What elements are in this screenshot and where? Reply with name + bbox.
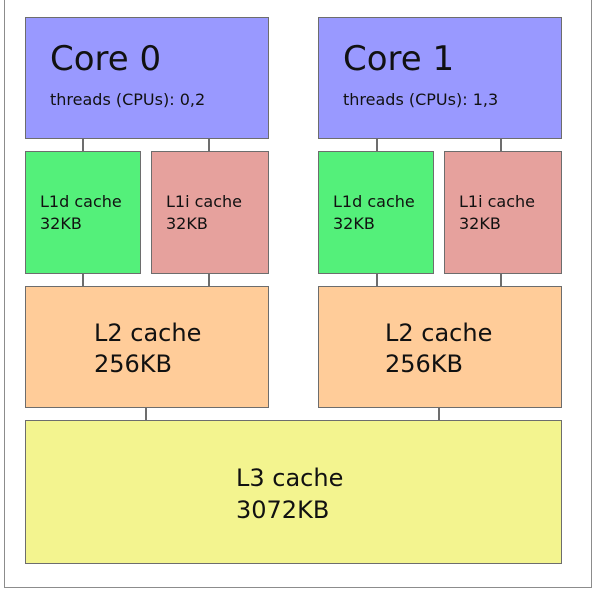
core-1-l2-size: 256KB [385,350,464,378]
core-0-threads: threads (CPUs): 0,2 [50,90,206,109]
l3-label: L3 cache [236,464,344,492]
core-0-l1i-size: 32KB [166,214,208,233]
connector-l1i0-l2-0 [208,273,210,287]
core-1-box: Core 1 threads (CPUs): 1,3 [318,17,562,139]
connector-core1-l1d [376,138,378,152]
core-1-l2-box: L2 cache 256KB [318,286,562,408]
core-0-l1i-box: L1i cache 32KB [151,151,269,274]
core-1-l2-label: L2 cache [385,319,493,347]
core-1-l1d-size: 32KB [333,214,375,233]
core-1-threads: threads (CPUs): 1,3 [343,90,499,109]
core-0-l2-size: 256KB [94,350,173,378]
core-0-l2-label: L2 cache [94,319,202,347]
core-0-l1d-box: L1d cache 32KB [25,151,141,274]
connector-core0-l1i [208,138,210,152]
l3-box: L3 cache 3072KB [25,420,562,564]
l3-size: 3072KB [236,496,330,524]
connector-l1d1-l2-1 [376,273,378,287]
core-0-box: Core 0 threads (CPUs): 0,2 [25,17,269,139]
core-0-l2-box: L2 cache 256KB [25,286,269,408]
connector-l2-1-l3 [438,407,440,421]
core-1-l1i-label: L1i cache [459,192,536,211]
core-0-l1i-label: L1i cache [166,192,243,211]
core-0-l1d-label: L1d cache [40,192,122,211]
core-1-l1d-label: L1d cache [333,192,415,211]
core-0-l1d-size: 32KB [40,214,82,233]
core-1-l1d-box: L1d cache 32KB [318,151,434,274]
connector-l2-0-l3 [145,407,147,421]
core-0-title: Core 0 [50,39,162,79]
connector-core0-l1d [82,138,84,152]
connector-l1i1-l2-1 [500,273,502,287]
connector-core1-l1i [500,138,502,152]
connector-l1d0-l2-0 [82,273,84,287]
core-1-title: Core 1 [343,39,455,79]
core-1-l1i-size: 32KB [459,214,501,233]
core-1-l1i-box: L1i cache 32KB [444,151,562,274]
